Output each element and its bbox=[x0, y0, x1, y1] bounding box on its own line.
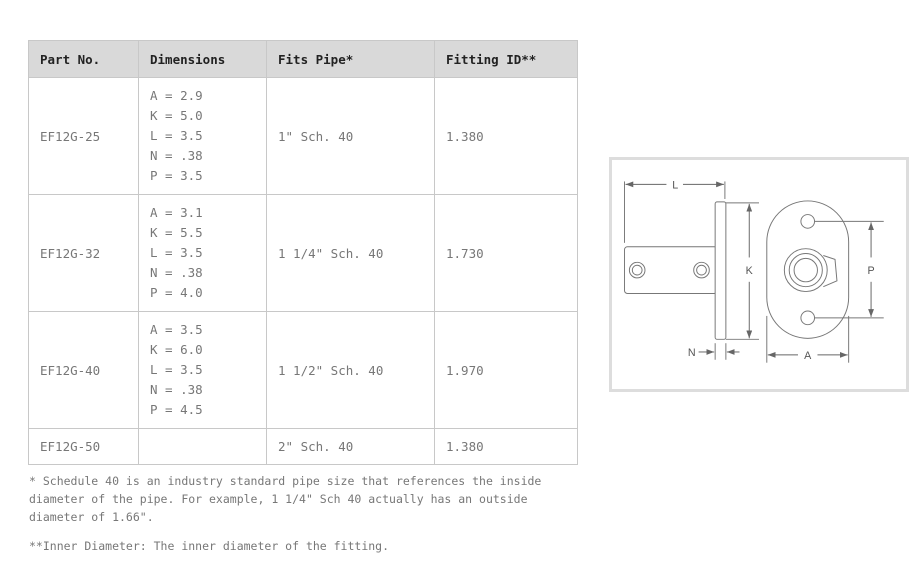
label-k: K bbox=[746, 265, 754, 277]
dimension: K = 5.5 bbox=[150, 225, 203, 240]
header-dimensions: Dimensions bbox=[138, 40, 267, 78]
label-l: L bbox=[672, 179, 678, 191]
part-number: EF12G-40 bbox=[28, 311, 139, 429]
table-row: EF12G-50 2" Sch. 40 1.380 bbox=[28, 428, 578, 465]
fitting-drawing: L K P N A bbox=[624, 179, 884, 363]
dimensions-cell: A = 2.9 K = 5.0 L = 3.5 N = .38 P = 3.5 bbox=[138, 77, 267, 195]
dimension: A = 3.5 bbox=[150, 322, 203, 337]
label-p: P bbox=[867, 265, 874, 277]
fitting-diagram: L K P N A bbox=[609, 157, 909, 392]
dimension: L = 3.5 bbox=[150, 245, 203, 260]
dimension: N = .38 bbox=[150, 148, 203, 163]
fits-pipe: 1 1/4" Sch. 40 bbox=[266, 194, 435, 312]
schedule-footnote: * Schedule 40 is an industry standard pi… bbox=[29, 474, 542, 524]
header-fitting-id: Fitting ID** bbox=[434, 40, 578, 78]
specs-table: Part No. Dimensions Fits Pipe* Fitting I… bbox=[28, 40, 578, 465]
table-header-row: Part No. Dimensions Fits Pipe* Fitting I… bbox=[28, 40, 578, 78]
fits-pipe: 1 1/2" Sch. 40 bbox=[266, 311, 435, 429]
dimension: L = 3.5 bbox=[150, 362, 203, 377]
fits-pipe: 1" Sch. 40 bbox=[266, 77, 435, 195]
fitting-id: 1.380 bbox=[434, 77, 578, 195]
part-number: EF12G-25 bbox=[28, 77, 139, 195]
dimension: N = .38 bbox=[150, 382, 203, 397]
fitting-id: 1.730 bbox=[434, 194, 578, 312]
footnotes: * Schedule 40 is an industry standard pi… bbox=[29, 472, 569, 555]
header-fits-pipe: Fits Pipe* bbox=[266, 40, 435, 78]
dimension: K = 6.0 bbox=[150, 342, 203, 357]
fitting-id: 1.970 bbox=[434, 311, 578, 429]
dimension: A = 3.1 bbox=[150, 205, 203, 220]
inner-diameter-footnote: **Inner Diameter: The inner diameter of … bbox=[29, 539, 390, 553]
table-row: EF12G-25 A = 2.9 K = 5.0 L = 3.5 N = .38… bbox=[28, 77, 578, 195]
table-row: EF12G-32 A = 3.1 K = 5.5 L = 3.5 N = .38… bbox=[28, 194, 578, 312]
dimension: N = .38 bbox=[150, 265, 203, 280]
dimension: K = 5.0 bbox=[150, 108, 203, 123]
dimension: P = 4.5 bbox=[150, 402, 203, 417]
dimension: A = 2.9 bbox=[150, 88, 203, 103]
header-part-no: Part No. bbox=[28, 40, 139, 78]
label-n: N bbox=[688, 347, 696, 359]
dimension: P = 3.5 bbox=[150, 168, 203, 183]
part-number: EF12G-32 bbox=[28, 194, 139, 312]
label-a: A bbox=[804, 350, 812, 362]
dimensions-cell bbox=[138, 428, 267, 465]
table-row: EF12G-40 A = 3.5 K = 6.0 L = 3.5 N = .38… bbox=[28, 311, 578, 429]
fitting-id: 1.380 bbox=[434, 428, 578, 465]
part-number: EF12G-50 bbox=[28, 428, 139, 465]
dimensions-cell: A = 3.1 K = 5.5 L = 3.5 N = .38 P = 4.0 bbox=[138, 194, 267, 312]
dimension: L = 3.5 bbox=[150, 128, 203, 143]
fits-pipe: 2" Sch. 40 bbox=[266, 428, 435, 465]
dimension: P = 4.0 bbox=[150, 285, 203, 300]
dimensions-cell: A = 3.5 K = 6.0 L = 3.5 N = .38 P = 4.5 bbox=[138, 311, 267, 429]
